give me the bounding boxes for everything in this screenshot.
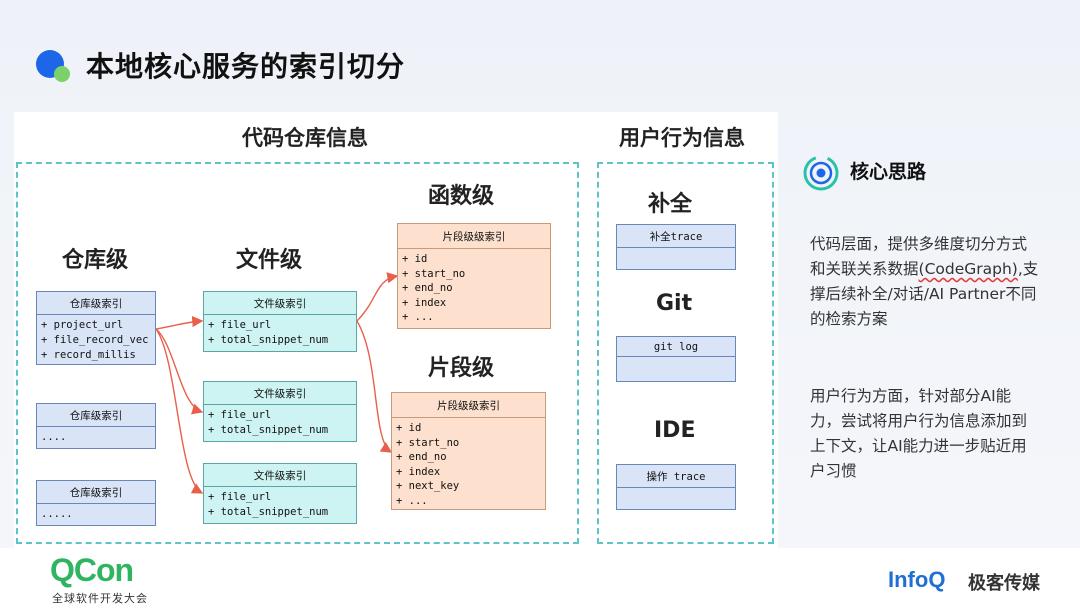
arrow-file-to-snippet (356, 320, 393, 453)
label-ide: IDE (654, 418, 696, 443)
field-line: + id (402, 253, 428, 265)
box-title: 文件级索引 (204, 292, 356, 315)
core-idea-icon (803, 155, 839, 191)
page-title: 本地核心服务的索引切分 (86, 50, 406, 83)
qcon-logo: QCon (50, 552, 134, 588)
box-title: git log (617, 337, 735, 357)
label-repo-level: 仓库级 (62, 248, 129, 273)
field-line: + total_snippet_num (208, 334, 329, 346)
label-function-level: 函数级 (428, 184, 495, 209)
box-title: 片段级级索引 (392, 393, 545, 418)
core-idea-paragraph-2: 用户行为方面，针对部分AI能力，尝试将用户行为信息添加到上下文，让AI能力进一步… (810, 387, 1028, 480)
field-line: + total_snippet_num (208, 506, 329, 518)
label-file-level: 文件级 (236, 248, 303, 273)
paragraph-text: 代码层面，提供多维度切分方式和关联关系数据 (810, 235, 1028, 278)
footer-bar (0, 548, 1080, 610)
field-line: + start_no (402, 267, 466, 280)
box-title: 仓库级索引 (37, 481, 155, 504)
field-line: + start_no (396, 436, 460, 449)
operation-trace-box: 操作 trace (616, 464, 736, 510)
field-line: + end_no (396, 451, 447, 463)
git-log-box: git log (616, 336, 736, 382)
field-line: + index (402, 296, 447, 309)
section-user-behavior: 用户行为信息 (619, 126, 745, 150)
arrow-repo-to-file-3 (155, 328, 204, 494)
box-title: 操作 trace (617, 465, 735, 488)
repo-index-box: 仓库级索引 + project_url + file_record_vec + … (36, 291, 156, 365)
title-bullet-accent-icon (54, 66, 70, 82)
arrow-file-to-function (356, 272, 399, 322)
field-line: .... (41, 431, 67, 443)
field-line: + project_url (41, 319, 124, 331)
field-line: + file_url (208, 491, 272, 503)
field-line: + ... (402, 311, 434, 323)
section-repo-info: 代码仓库信息 (242, 126, 368, 150)
repo-index-box: 仓库级索引 ..... (36, 480, 156, 526)
field-line: + total_snippet_num (208, 424, 329, 436)
field-line: + id (396, 422, 422, 434)
field-line: + index (396, 465, 441, 478)
field-line: + end_no (402, 282, 453, 294)
core-idea-title: 核心思路 (850, 161, 927, 183)
field-line: ..... (41, 508, 73, 520)
paragraph-text: ,支撑后续补全/对话/AI Partner不同的检索方案 (810, 260, 1039, 328)
infoq-brand-text: 极客传媒 (968, 573, 1040, 594)
file-index-box: 文件级索引 + file_url + total_snippet_num (203, 463, 357, 524)
core-idea-paragraph-1: 代码层面，提供多维度切分方式和关联关系数据(CodeGraph),支撑后续补全/… (810, 232, 1040, 332)
box-title: 文件级索引 (204, 382, 356, 405)
repo-index-box: 仓库级索引 .... (36, 403, 156, 449)
field-line: + file_url (208, 319, 272, 331)
qcon-subtitle: 全球软件开发大会 (52, 592, 148, 605)
label-completion: 补全 (648, 192, 693, 217)
box-title: 文件级索引 (204, 464, 356, 487)
snippet-index-box: 片段级级索引 + id + start_no + end_no + index … (391, 392, 546, 510)
file-index-box: 文件级索引 + file_url + total_snippet_num (203, 291, 357, 352)
arrow-repo-to-file-1 (155, 315, 204, 330)
function-index-box: 片段级级索引 + id + start_no + end_no + index … (397, 223, 551, 329)
codegraph-term: (CodeGraph) (918, 260, 1018, 278)
arrow-repo-to-file-2 (155, 328, 204, 415)
field-line: + file_record_vec (41, 334, 149, 346)
field-line: + file_url (208, 409, 272, 421)
repo-info-container (16, 162, 579, 544)
box-title: 片段级级索引 (398, 224, 550, 249)
label-snippet-level: 片段级 (428, 356, 495, 381)
label-git: Git (656, 291, 693, 316)
infoq-logo: InfoQ (888, 567, 946, 592)
user-behavior-container (597, 162, 774, 544)
field-line: + ... (396, 494, 428, 507)
box-title: 仓库级索引 (37, 292, 155, 315)
file-index-box: 文件级索引 + file_url + total_snippet_num (203, 381, 357, 442)
completion-trace-box: 补全trace (616, 224, 736, 270)
field-line: + record_millis (41, 349, 136, 361)
box-title: 补全trace (617, 225, 735, 248)
field-line: + next_key (396, 480, 460, 492)
box-title: 仓库级索引 (37, 404, 155, 427)
